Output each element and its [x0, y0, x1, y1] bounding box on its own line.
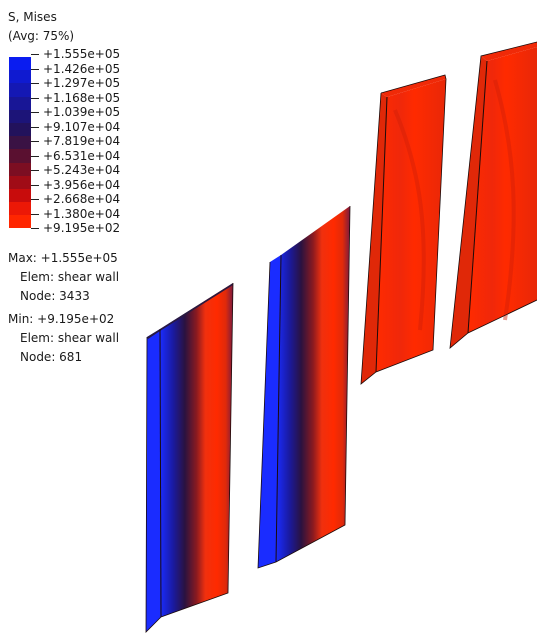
shear-wall-3 — [360, 74, 447, 385]
legend-tick-mark — [31, 170, 39, 171]
legend-tick-mark — [31, 83, 39, 84]
legend-tick-label: +2.668e+04 — [31, 192, 120, 207]
legend-swatch — [9, 96, 31, 110]
legend-tick-label: +7.819e+04 — [31, 134, 120, 149]
min-node: Node: 681 — [20, 350, 83, 364]
legend-tick-mark — [31, 155, 39, 157]
legend-swatch — [9, 188, 31, 203]
max-node: Node: 3433 — [20, 289, 90, 303]
legend-swatch — [9, 149, 31, 163]
legend-tick-mark — [31, 213, 39, 215]
legend-value: +1.426e+05 — [43, 61, 121, 76]
legend-swatch — [9, 175, 31, 189]
legend-value: +1.555e+05 — [43, 47, 121, 61]
legend-swatch — [9, 162, 31, 176]
legend-swatch — [9, 202, 31, 216]
legend-value: +7.819e+04 — [43, 134, 121, 148]
legend-tick-mark — [31, 54, 39, 55]
legend-tick-label: +3.956e+04 — [31, 178, 120, 193]
legend-tick-label: +6.531e+04 — [31, 149, 120, 164]
shear-wall-4 — [449, 41, 537, 349]
legend-tick-label: +9.195e+02 — [31, 221, 120, 236]
legend-value: +6.531e+04 — [43, 148, 121, 163]
legend-swatch — [9, 70, 31, 84]
legend-swatch — [9, 136, 31, 150]
max-value: Max: +1.555e+05 — [8, 251, 118, 265]
min-info: Min: +9.195e+02 Elem: shear wall Node: 6… — [8, 310, 119, 367]
legend-swatch — [9, 215, 31, 229]
legend-labels: +1.555e+05+1.426e+05+1.297e+05+1.168e+05… — [31, 47, 120, 236]
legend-value: +1.380e+04 — [43, 206, 121, 221]
legend-tick-mark — [31, 228, 39, 229]
legend-tick-mark — [31, 112, 39, 113]
shear-wall-1 — [145, 282, 234, 633]
max-elem: Elem: shear wall — [20, 270, 120, 284]
legend-value: +2.668e+04 — [43, 192, 121, 206]
legend-value: +9.195e+02 — [43, 221, 121, 235]
legend-tick-label: +5.243e+04 — [31, 163, 120, 178]
max-info: Max: +1.555e+05 Elem: shear wall Node: 3… — [8, 249, 119, 306]
min-value: Min: +9.195e+02 — [8, 312, 115, 326]
legend-tick-mark — [31, 97, 39, 99]
legend-averaging: (Avg: 75%) — [8, 29, 75, 43]
shear-wall-2 — [257, 205, 351, 569]
legend-value: +9.107e+04 — [43, 119, 121, 134]
legend-tick-label: +1.380e+04 — [31, 207, 120, 222]
legend-value: +1.168e+05 — [43, 90, 121, 105]
legend-swatch — [9, 57, 31, 71]
legend-tick-mark — [31, 141, 39, 142]
legend-swatch — [9, 109, 31, 123]
legend-tick-mark — [31, 68, 39, 70]
legend-tick-label: +1.168e+05 — [31, 91, 120, 106]
legend-tick-label: +1.297e+05 — [31, 76, 120, 91]
legend-tick-label: +1.039e+05 — [31, 105, 120, 120]
legend-value: +3.956e+04 — [43, 177, 121, 192]
legend-tick-mark — [31, 199, 39, 200]
legend-swatch — [9, 122, 31, 137]
legend-tick-mark — [31, 184, 39, 186]
legend-tick-mark — [31, 126, 39, 128]
min-elem: Elem: shear wall — [20, 331, 120, 345]
legend-value: +1.039e+05 — [43, 105, 121, 119]
legend-value: +1.297e+05 — [43, 76, 121, 90]
legend-swatch — [9, 83, 31, 97]
legend-colorbar — [9, 57, 31, 230]
legend-value: +5.243e+04 — [43, 163, 121, 177]
legend-title: S, Mises — [8, 10, 57, 24]
legend-tick-label: +1.426e+05 — [31, 62, 120, 77]
legend-tick-label: +9.107e+04 — [31, 120, 120, 135]
legend-tick-label: +1.555e+05 — [31, 47, 120, 62]
